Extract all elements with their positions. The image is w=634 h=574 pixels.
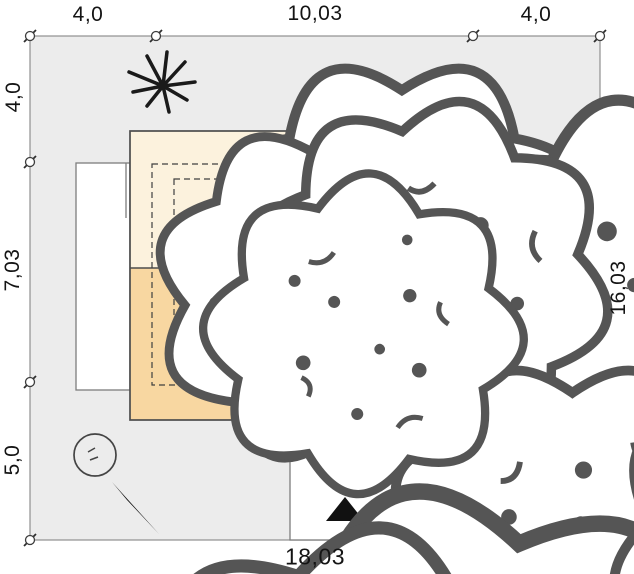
dim-top-right: 4,0 xyxy=(520,3,552,26)
terrace xyxy=(75,162,131,391)
spiky-plant-icon xyxy=(127,50,197,114)
boundary-markers xyxy=(24,30,606,546)
dim-right: 16,03 xyxy=(607,260,630,316)
dim-top-center: 10,03 xyxy=(287,2,343,25)
dim-left-middle: 7,03 xyxy=(1,248,24,292)
shadow-wedge-icon xyxy=(112,482,159,534)
dim-top-left: 4,0 xyxy=(72,3,104,26)
dim-left-bottom: 5,0 xyxy=(1,444,24,476)
dim-bottom: 18,03 xyxy=(284,543,346,570)
vegetation xyxy=(58,50,634,574)
tree-icon xyxy=(73,433,117,477)
dim-left-top: 4,0 xyxy=(2,81,25,113)
entrance-arrow-icon xyxy=(326,497,364,521)
